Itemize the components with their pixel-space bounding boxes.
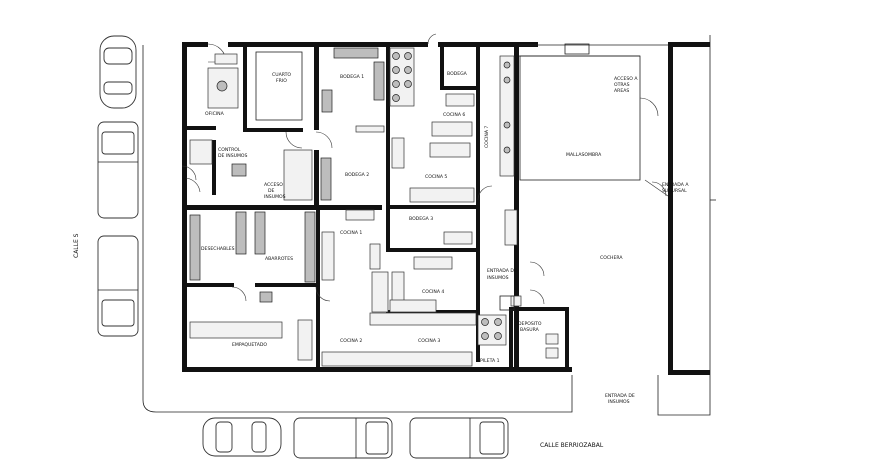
room-label-acceso-insumos-1: ACCESO <box>264 182 283 188</box>
truck-icon <box>97 121 139 219</box>
room-label-cocina-1: COCINA 1 <box>340 230 362 236</box>
room-label-cuarto-frio-2: FRIO <box>276 78 287 84</box>
parked-cars <box>97 35 509 459</box>
room-label-bodega: BODEGA <box>447 71 468 77</box>
room-label-cocina-7: COCINA 7 <box>484 126 490 148</box>
room-label-deposito-1: DEPOSITO <box>518 321 542 327</box>
room-label-control-2: DE INSUMOS <box>218 153 248 159</box>
room-labels: CALLE S CALLE BERRIOZABAL OFICINA CUARTO… <box>73 71 689 449</box>
room-label-entrada-sucursal-2: SUCURSAL <box>662 188 687 194</box>
street-label-berriozabal: CALLE BERRIOZABAL <box>540 442 604 449</box>
room-label-empaquetado: EMPAQUETADO <box>232 342 267 348</box>
truck-icon <box>293 417 393 459</box>
room-label-acceso-insumos-3: INSUMOS <box>264 194 286 200</box>
room-label-acceso-1: ACCESO A <box>614 76 638 82</box>
room-label-pileta: PILETA 1 <box>480 358 500 364</box>
room-label-cocina-5: COCINA 5 <box>425 174 447 180</box>
room-label-control-1: CONTROL <box>218 147 241 153</box>
room-label-cochera: COCHERA <box>600 255 623 261</box>
room-label-acceso-3: AREAS <box>614 88 629 94</box>
room-label-entrada-insumos-2: INSUMOS <box>487 275 509 281</box>
street-label-calle-s: CALLE S <box>73 233 80 258</box>
room-label-cocina-4: COCINA 4 <box>422 289 444 295</box>
equipment <box>189 47 716 367</box>
room-label-entrada-sucursal-1: ENTRADA A <box>662 182 689 188</box>
room-label-entrada-insumos-1: ENTRADA DE <box>487 268 517 274</box>
car-icon <box>202 417 282 457</box>
room-label-desechables: DESECHABLES <box>201 246 235 252</box>
truck-icon <box>97 235 139 337</box>
room-label-bodega-2: BODEGA 2 <box>345 172 369 178</box>
room-label-deposito-2: BASURA <box>520 327 540 333</box>
room-label-entrada-insumos-ext-2: INSUMOS <box>608 399 630 405</box>
room-label-bodega-1: BODEGA 1 <box>340 74 364 80</box>
room-label-entrada-insumos-ext-1: ENTRADA DE <box>605 393 635 399</box>
car-icon <box>99 35 137 109</box>
room-label-oficina: OFICINA <box>205 111 225 117</box>
room-label-cocina-3: COCINA 3 <box>418 338 440 344</box>
room-label-cuarto-frio-1: CUARTO <box>272 72 291 78</box>
room-label-cocina-6: COCINA 6 <box>443 112 465 118</box>
room-label-malla-sombra: MALLASOMBRA <box>566 152 602 158</box>
room-label-cocina-2: COCINA 2 <box>340 338 362 344</box>
truck-icon <box>409 417 509 459</box>
room-label-acceso-insumos-2: DE <box>268 188 275 194</box>
room-label-bodega-3: BODEGA 3 <box>409 216 433 222</box>
room-label-abarrotes: ABARROTES <box>265 256 293 262</box>
sidewalk-lines <box>142 35 711 416</box>
room-label-acceso-2: OTRAS <box>614 82 630 88</box>
